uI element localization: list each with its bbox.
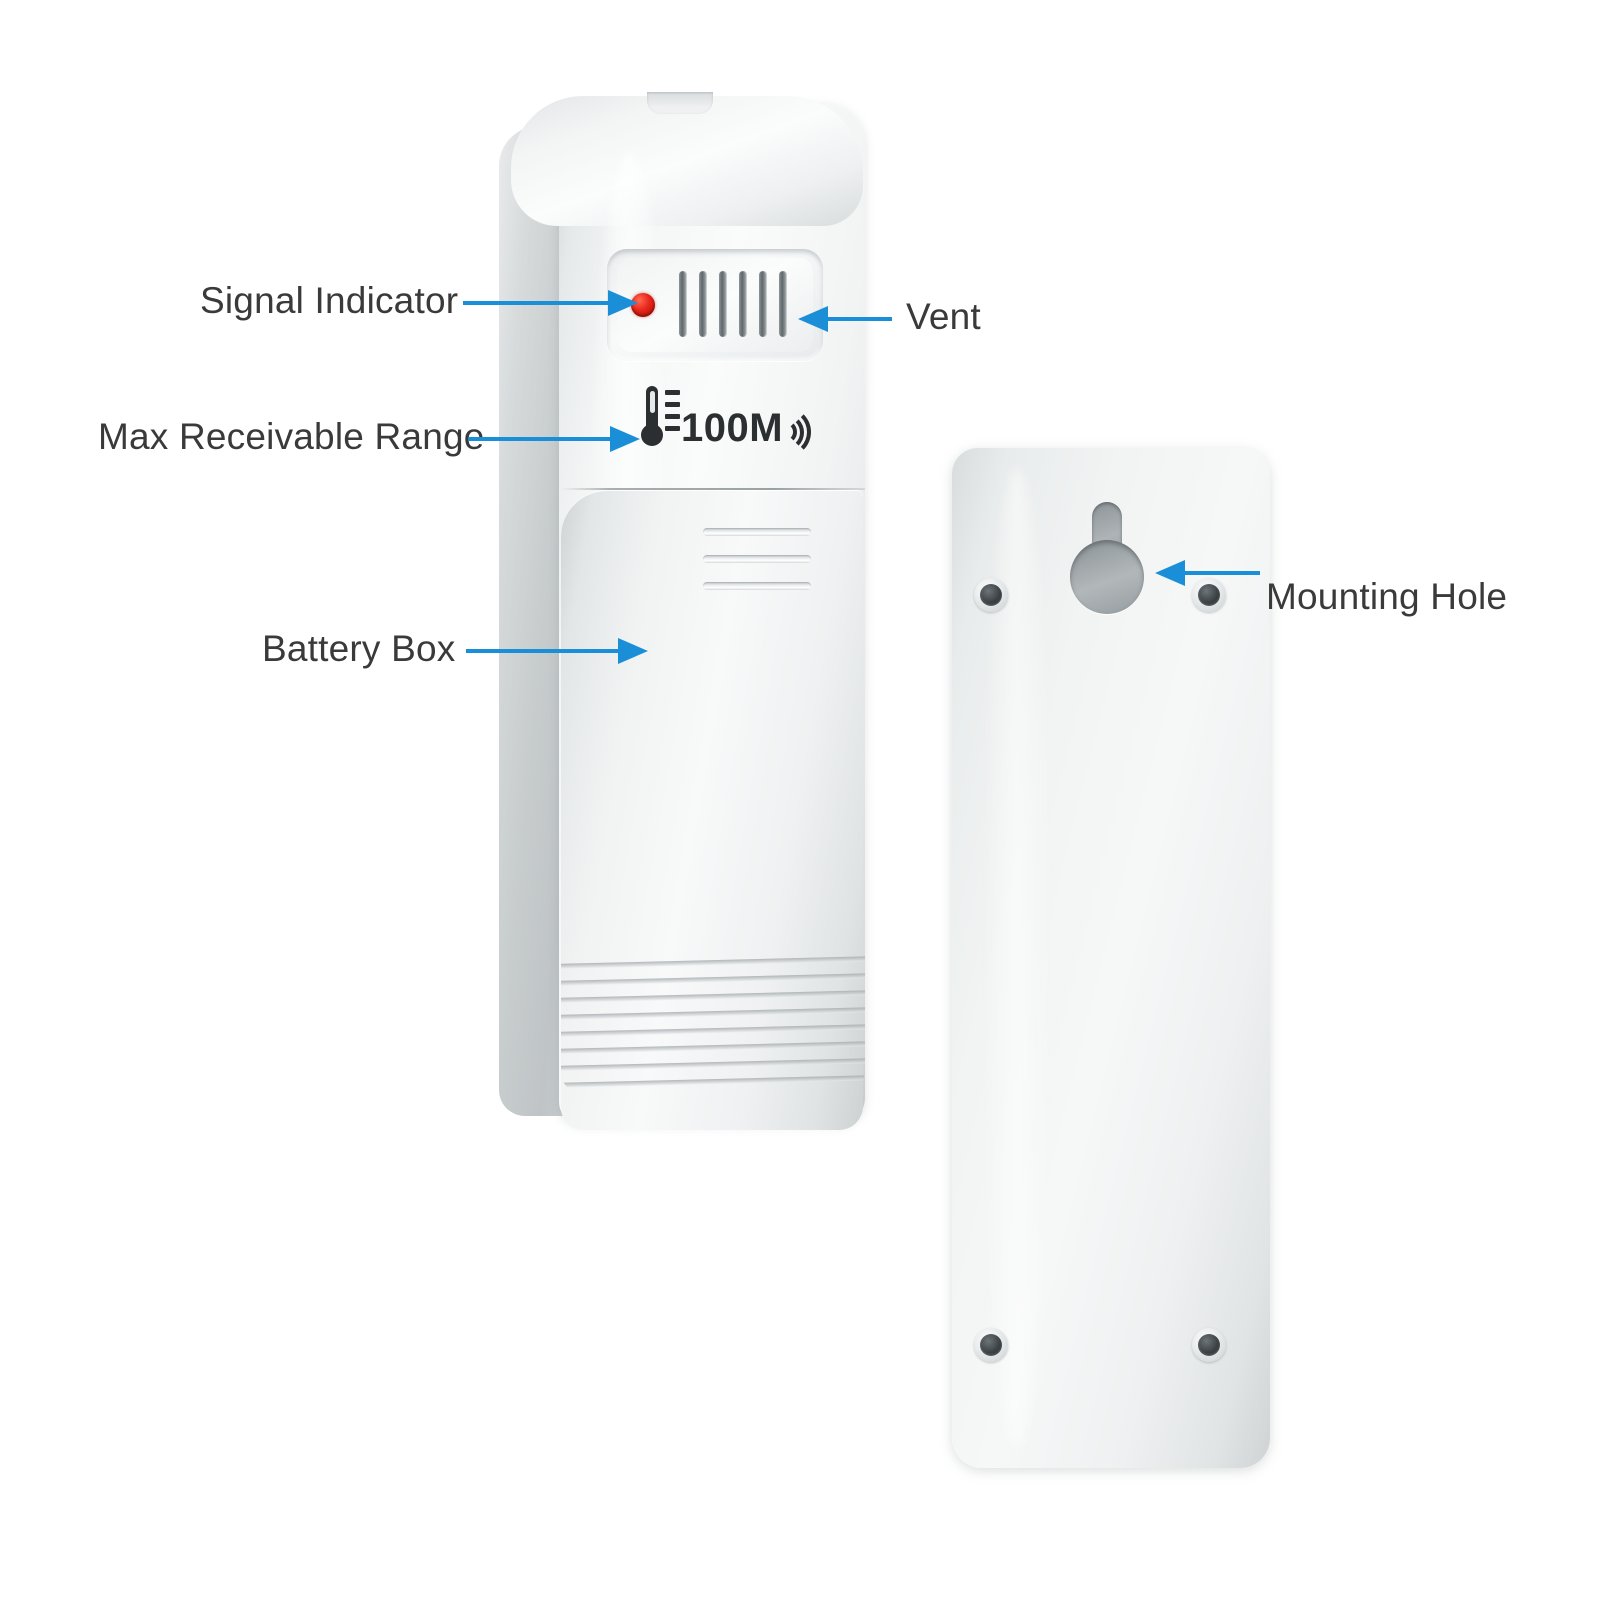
top-notch — [647, 92, 713, 114]
arrowhead-mounting-hole — [1155, 560, 1185, 586]
arrowhead-battery-box — [618, 638, 648, 664]
thermometer-icon — [641, 386, 663, 450]
bottom-ridge-band — [561, 954, 865, 1094]
thermometer-tick — [665, 390, 680, 395]
sensor-front-view: 100M — [497, 92, 879, 1130]
vent-slot — [759, 271, 767, 337]
bottom-ridge — [561, 1006, 865, 1021]
back-highlight-sheen — [982, 468, 1052, 1448]
battery-box-door — [561, 490, 863, 1130]
arrowhead-max-range — [610, 426, 640, 452]
callout-label-battery-box: Battery Box — [262, 628, 456, 669]
leader-line-mounting-hole — [1185, 571, 1260, 575]
battery-door-ridge — [703, 528, 811, 536]
front-top-cap — [511, 96, 863, 226]
thermometer-tick — [665, 414, 680, 419]
battery-door-grip-ridges — [703, 528, 811, 598]
vent-panel-recess — [607, 249, 823, 361]
bottom-ridge — [561, 972, 865, 987]
battery-door-ridge — [703, 555, 811, 563]
screw-top-right: ✳ — [1192, 578, 1226, 612]
callout-label-signal-indicator: Signal Indicator — [200, 280, 459, 321]
vent-slot — [739, 271, 747, 337]
bottom-ridge — [561, 955, 865, 970]
callout-label-vent: Vent — [906, 296, 981, 337]
thermometer-tick — [665, 426, 680, 431]
callout-label-mounting-hole: Mounting Hole — [1266, 576, 1508, 617]
bottom-ridge — [561, 1023, 865, 1038]
battery-door-ridge — [703, 582, 811, 590]
thermometer-tick — [665, 402, 680, 407]
screw-bottom-right: ✳ — [1192, 1328, 1226, 1362]
signal-wave-arc — [761, 407, 811, 457]
vent-slot — [699, 271, 707, 337]
leader-line-vent — [828, 317, 892, 321]
vent-slot — [719, 271, 727, 337]
leader-line-max-range — [468, 437, 613, 441]
battery-door-seam — [561, 488, 865, 490]
vent-slot — [779, 271, 787, 337]
screw-bottom-left: ✳ — [974, 1328, 1008, 1362]
signal-waves-icon — [771, 406, 811, 457]
keyhole-circle — [1070, 540, 1144, 614]
max-range-badge: 100M — [637, 382, 811, 468]
bottom-ridge — [561, 989, 865, 1004]
bottom-ridge — [561, 1057, 865, 1072]
keyhole-icon — [1070, 502, 1144, 614]
bottom-ridge — [561, 1074, 865, 1089]
arrowhead-signal-indicator — [608, 290, 638, 316]
vent-slot-group — [679, 271, 791, 337]
bottom-ridge — [561, 1040, 865, 1055]
arrowhead-vent — [798, 306, 828, 332]
callout-label-max-range: Max Receivable Range — [98, 416, 485, 457]
sensor-back-view: ✳ ✳ ✳ ✳ — [952, 448, 1270, 1468]
leader-line-battery-box — [466, 649, 621, 653]
vent-slot — [679, 271, 687, 337]
screw-top-left: ✳ — [974, 578, 1008, 612]
leader-line-signal-indicator — [463, 301, 611, 305]
